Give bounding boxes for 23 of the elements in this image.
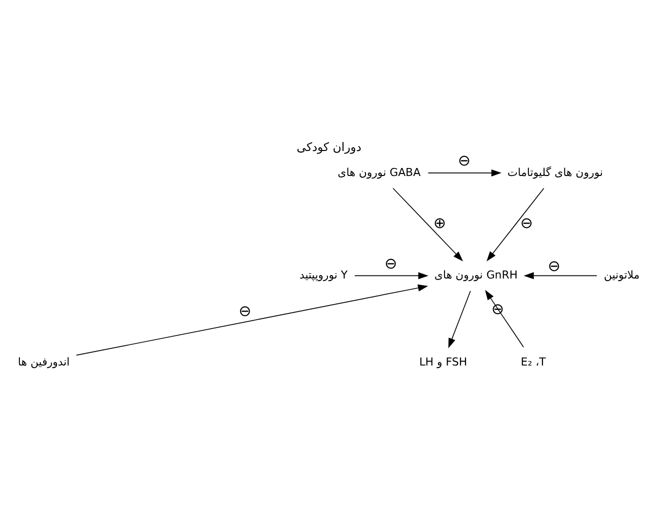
node-text: LH و FSH [419,355,468,368]
edge-label: ⊖ [384,254,398,272]
arrow [392,188,464,262]
node-text: E₂ ،T [520,355,546,368]
arrow [76,284,428,356]
arrow [448,290,471,348]
arrow [485,290,524,348]
node-text: نورون های GnRH [434,268,518,282]
arrow [524,272,598,280]
arrow [354,272,428,280]
edge-label: ⊕ [433,214,446,232]
edge-label: ⊖ [458,152,471,170]
node-text: ملاتونین [604,268,640,282]
edge-label: ⊖ [238,302,252,320]
node-text: نوروپپتید Y [299,268,348,282]
node-text: اندورفین ها [18,355,70,368]
node-text: نورون های گلیوتامات [507,166,603,179]
diagram-title: دوران کودکی [296,140,362,154]
node-text: نورون های GABA [338,166,421,179]
edge-label: ⊖ [520,214,533,232]
arrow [428,169,502,176]
edge-label: ⊖ [548,256,560,275]
arrow [486,188,544,262]
